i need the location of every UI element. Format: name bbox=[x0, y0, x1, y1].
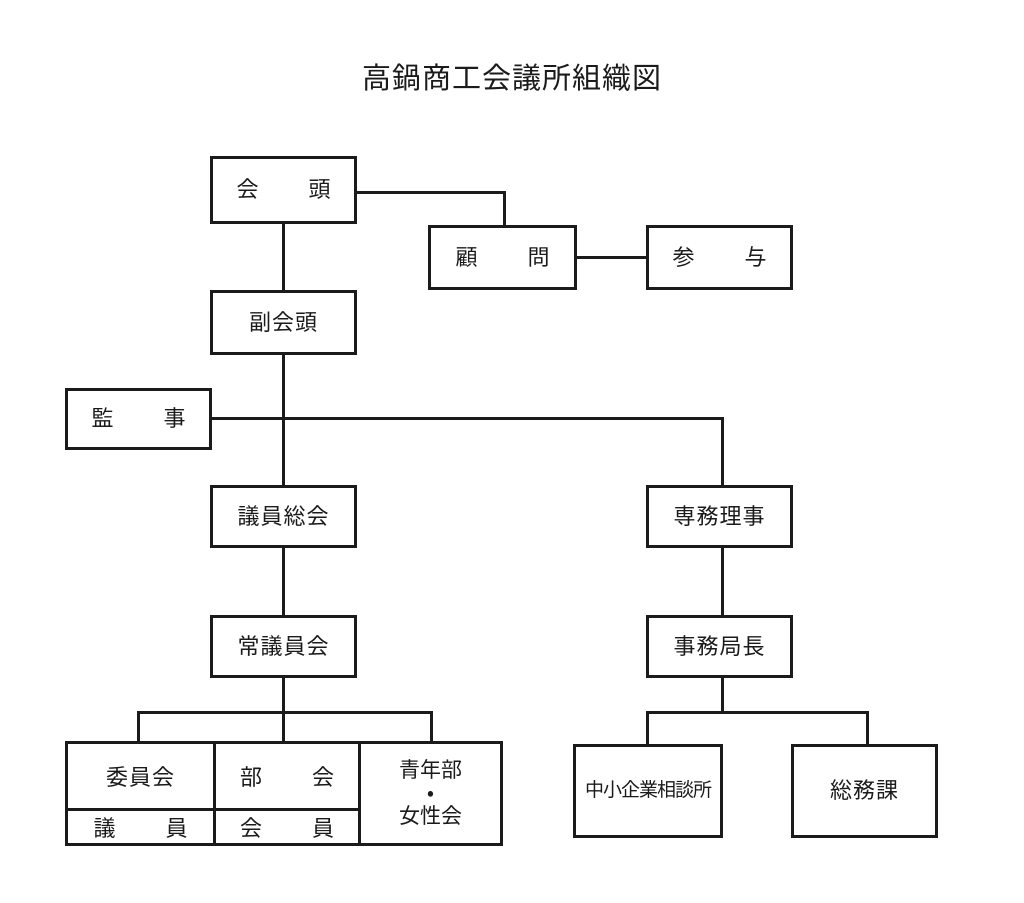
connector-managing-to-secretary bbox=[721, 548, 724, 618]
node-chairman-label: 会 頭 bbox=[236, 177, 345, 203]
cluster-standing-committee-children: 委員会 議 員 部 会 会 員 青年部 ・ 女性会 bbox=[65, 741, 503, 846]
connector-assembly-to-standing bbox=[282, 548, 285, 618]
node-general-assembly-label: 議員総会 bbox=[237, 503, 330, 529]
node-standing-committee[interactable]: 常議員会 bbox=[210, 615, 357, 678]
node-chairman[interactable]: 会 頭 bbox=[210, 156, 357, 224]
node-section-members[interactable]: 会 員 bbox=[216, 808, 358, 843]
node-managing-director[interactable]: 専務理事 bbox=[646, 485, 793, 548]
node-auditor[interactable]: 監 事 bbox=[65, 388, 212, 450]
node-vice-chairman[interactable]: 副会頭 bbox=[210, 290, 357, 355]
node-committee[interactable]: 委員会 bbox=[68, 744, 213, 808]
node-section-meeting[interactable]: 部 会 bbox=[216, 744, 358, 808]
node-counselor-label: 参 与 bbox=[672, 244, 781, 270]
node-general-affairs[interactable]: 総務課 bbox=[791, 744, 938, 838]
cluster-column-youth-women: 青年部 ・ 女性会 bbox=[358, 744, 500, 843]
node-committee-members[interactable]: 議 員 bbox=[68, 808, 213, 843]
connector-standing-to-committee bbox=[137, 711, 140, 743]
connector-secretary-bus bbox=[646, 711, 869, 714]
connector-auditor-to-managing-v bbox=[721, 417, 724, 488]
connector-secretary-drop bbox=[721, 678, 724, 713]
node-sme-consultation[interactable]: 中小企業相談所 bbox=[573, 744, 723, 838]
page-title: 高鍋商工会議所組織図 bbox=[361, 63, 662, 95]
node-secretary-general[interactable]: 事務局長 bbox=[646, 615, 793, 678]
node-youth-women[interactable]: 青年部 ・ 女性会 bbox=[361, 744, 500, 843]
node-auditor-label: 監 事 bbox=[91, 406, 200, 432]
connector-standing-to-section bbox=[282, 711, 285, 743]
node-secretary-general-label: 事務局長 bbox=[673, 633, 766, 659]
node-vice-chairman-label: 副会頭 bbox=[248, 309, 318, 335]
node-youth-women-label: 青年部 ・ 女性会 bbox=[399, 758, 462, 828]
connector-auditor-h bbox=[212, 417, 724, 420]
connector-vice-to-assembly bbox=[282, 355, 285, 488]
node-section-meeting-label: 部 会 bbox=[239, 765, 348, 790]
connector-secretary-to-general-affairs bbox=[866, 711, 869, 744]
node-advisor[interactable]: 顧 問 bbox=[428, 225, 577, 290]
node-sme-consultation-label: 中小企業相談所 bbox=[584, 780, 712, 802]
node-counselor[interactable]: 参 与 bbox=[646, 225, 793, 290]
node-advisor-label: 顧 問 bbox=[455, 244, 564, 270]
cluster-column-committee: 委員会 議 員 bbox=[68, 744, 213, 843]
connector-chairman-to-vice bbox=[282, 224, 285, 292]
node-committee-members-label: 議 員 bbox=[93, 816, 202, 841]
node-section-members-label: 会 員 bbox=[239, 816, 348, 841]
node-general-affairs-label: 総務課 bbox=[829, 778, 899, 804]
connector-standing-to-youth bbox=[430, 711, 433, 743]
node-standing-committee-label: 常議員会 bbox=[237, 633, 330, 659]
node-committee-label: 委員会 bbox=[105, 765, 175, 790]
cluster-column-section: 部 会 会 員 bbox=[213, 744, 358, 843]
connector-standing-bus bbox=[137, 711, 433, 714]
connector-chairman-to-advisor-v bbox=[503, 191, 506, 228]
connector-standing-drop bbox=[282, 678, 285, 713]
connector-chairman-to-advisor-h bbox=[357, 191, 506, 194]
connector-advisor-to-counselor bbox=[577, 256, 648, 259]
node-managing-director-label: 専務理事 bbox=[673, 503, 766, 529]
node-general-assembly[interactable]: 議員総会 bbox=[210, 485, 357, 548]
connector-secretary-to-sme bbox=[646, 711, 649, 744]
